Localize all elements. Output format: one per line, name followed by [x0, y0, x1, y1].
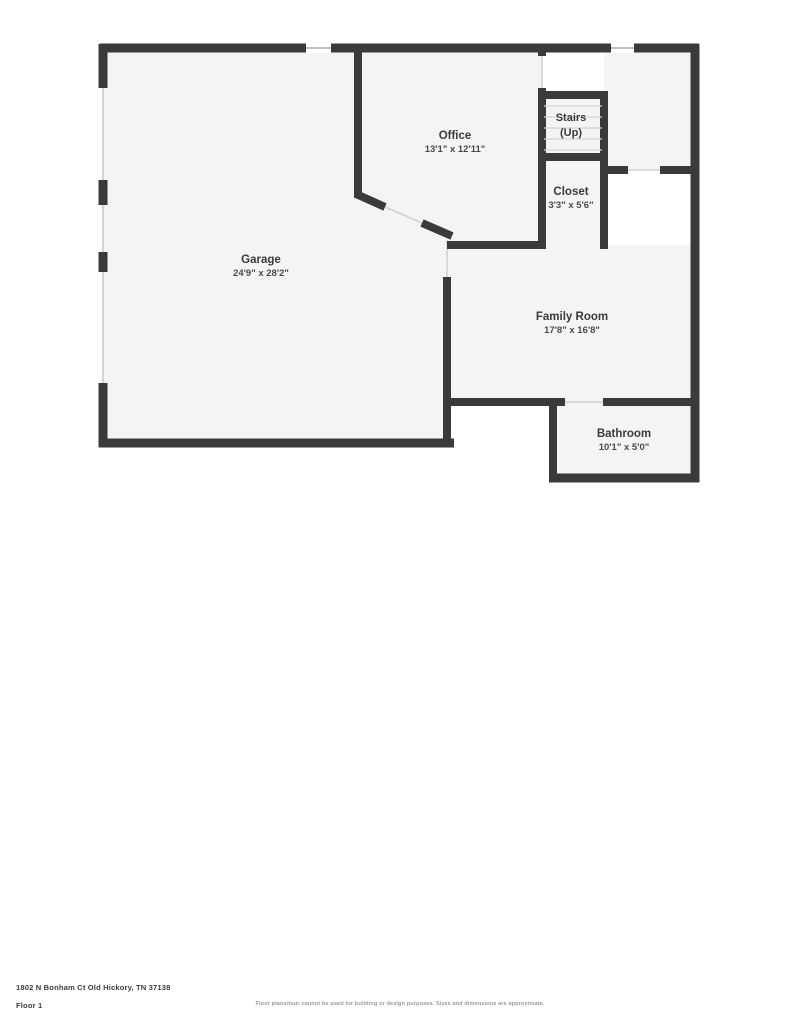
- room-label-stairs-direction: (Up): [560, 127, 582, 139]
- floor-plan-drawing: Garage 24'9" x 28'2" Office 13'1" x 12'1…: [98, 43, 700, 483]
- room-labels: Garage 24'9" x 28'2" Office 13'1" x 12'1…: [233, 112, 651, 453]
- window-top-garage: [302, 43, 335, 53]
- window-top-right: [607, 43, 638, 53]
- floor-plan-canvas: Garage 24'9" x 28'2" Office 13'1" x 12'1…: [98, 43, 700, 483]
- stair-treads: [544, 105, 602, 151]
- upper-right-area: [604, 48, 695, 170]
- family-room-floor-area: [450, 245, 695, 402]
- room-label-stairs: Stairs: [556, 112, 587, 124]
- walls: [98, 43, 700, 483]
- room-label-garage: Garage: [241, 254, 281, 266]
- diagonal-door-opening: [384, 206, 423, 224]
- room-label-closet: Closet: [553, 186, 588, 198]
- room-dims-bathroom: 10'1" x 5'0": [599, 442, 650, 453]
- room-dims-garage: 24'9" x 28'2": [233, 268, 289, 279]
- room-fills: [103, 48, 695, 478]
- room-dims-office: 13'1" x 12'11": [425, 144, 486, 155]
- footer: 1802 N Bonham Ct Old Hickory, TN 37138 F…: [0, 485, 800, 1010]
- garage-floor-area: [103, 48, 450, 443]
- office-floor-area: [358, 48, 542, 245]
- diagonal-wall-lower-segment: [420, 219, 454, 240]
- room-label-family-room: Family Room: [536, 311, 608, 323]
- bathroom-floor-area: [553, 402, 695, 478]
- windows: [302, 43, 638, 53]
- room-label-bathroom: Bathroom: [597, 428, 651, 440]
- room-label-office: Office: [439, 130, 472, 142]
- diagonal-wall-upper-segment: [354, 190, 387, 211]
- property-address: 1802 N Bonham Ct Old Hickory, TN 37138: [16, 983, 171, 992]
- room-dims-closet: 3'3" x 5'6": [548, 200, 593, 211]
- disclaimer-text: Floor plans/tour cannot be used for buil…: [255, 1001, 545, 1007]
- closet-floor-area: [542, 157, 604, 245]
- room-dims-family-room: 17'8" x 16'8": [544, 325, 600, 336]
- stairs-floor-area: [542, 95, 604, 157]
